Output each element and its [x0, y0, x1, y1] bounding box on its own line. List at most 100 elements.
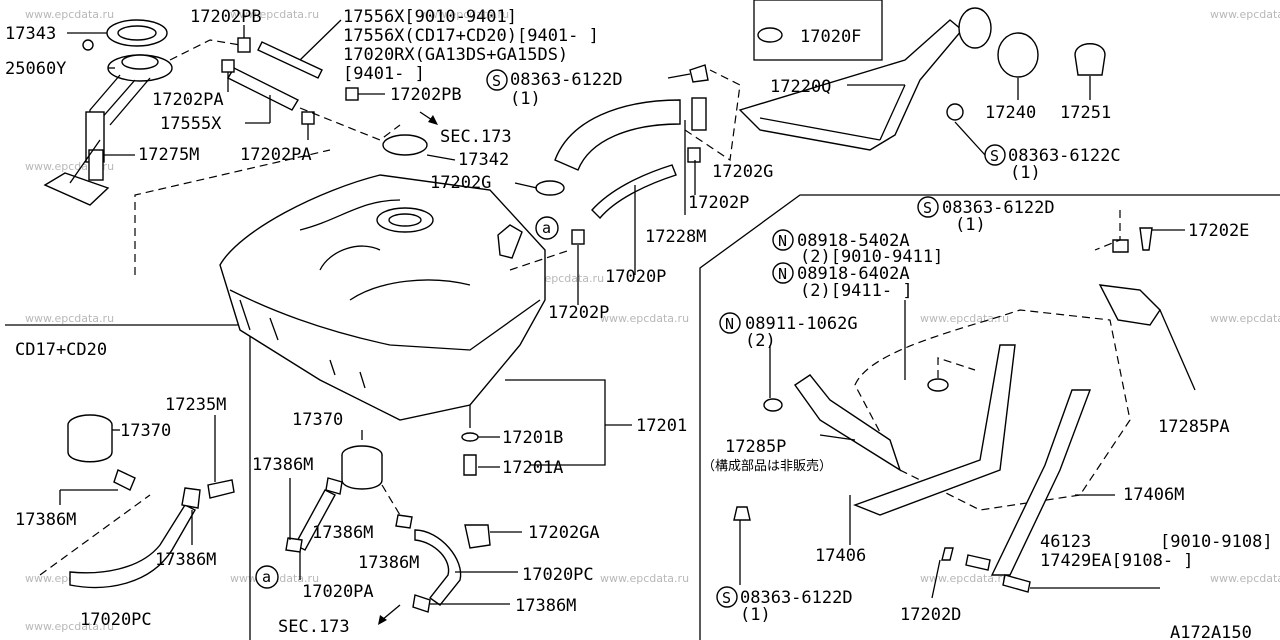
part-label: 25060Y	[5, 59, 66, 79]
clamp-17202pb-b	[345, 87, 359, 101]
part-label: 17020PC	[80, 610, 152, 630]
part-label: 17406M	[1123, 485, 1184, 505]
dash-leader	[134, 149, 331, 275]
watermark: www.epcdata.ru	[920, 312, 1009, 325]
s-marker	[486, 69, 508, 91]
clamp-17202p-top	[691, 97, 707, 131]
clamp-17202pa	[221, 59, 235, 73]
nut-08918	[927, 378, 949, 392]
watermark: www.epcdata.ru	[600, 572, 689, 585]
tank-pump-opening-inner	[388, 213, 422, 227]
nut-08911	[763, 398, 783, 412]
valve-17235m	[207, 479, 235, 499]
part-label: 17202P	[688, 193, 749, 213]
svg-text:S: S	[990, 147, 999, 165]
tank-filler-neck	[497, 224, 523, 259]
watermark: www.epcdata.ru	[25, 620, 114, 633]
clamp-17386m-b	[181, 487, 201, 509]
part-label: (1)	[740, 605, 771, 625]
part-label: SEC.173	[440, 127, 512, 147]
bracket-17201	[505, 379, 606, 466]
part-label: 46123	[1040, 532, 1091, 552]
part-label: 17386M	[15, 510, 76, 530]
clip-17202d	[941, 547, 954, 561]
svg-text:a: a	[542, 219, 551, 237]
part-label: 17235M	[165, 395, 226, 415]
dash-leader	[937, 357, 976, 378]
part-label: 17202D	[900, 605, 961, 625]
sleeve-17429ea	[965, 554, 991, 571]
tank-strap-assembly	[733, 210, 1196, 599]
tank-body	[219, 174, 546, 421]
part-label: 17201A	[502, 458, 563, 478]
svg-text:N: N	[778, 232, 787, 250]
watermark: www.epcdata.ru	[600, 312, 689, 325]
dash-leader	[299, 107, 401, 141]
clip-17202ga	[464, 524, 491, 549]
n-marker	[719, 312, 741, 334]
fuel-tank-17201	[219, 174, 632, 476]
leader	[1159, 309, 1196, 391]
fuel-cap-17251	[1074, 43, 1106, 76]
diagram-code: A172A150	[1170, 623, 1252, 640]
bolt-08363d-top	[1112, 239, 1129, 253]
watermark: www.epcdata.ru	[25, 312, 114, 325]
sec173-arrow-head	[428, 115, 438, 125]
tank-ribs	[239, 299, 366, 389]
strap-17406	[853, 344, 1016, 516]
tank-contour	[349, 279, 471, 301]
part-label: 17429EA[9108- ]	[1040, 551, 1194, 571]
watermark: www.epcdata.ru	[230, 8, 319, 21]
cd17-cd20-parts	[39, 414, 235, 589]
part-label: 17386M	[312, 523, 373, 543]
filter-17370-b-body	[341, 455, 383, 490]
17020f-box-border	[753, 0, 883, 61]
tank-contour	[319, 245, 381, 271]
part-label: 17020P	[605, 267, 666, 287]
leader	[299, 19, 342, 61]
part-label: (2)[9411- ]	[800, 281, 913, 301]
sec173-arrow-head-b	[378, 615, 387, 625]
sec173-arrow-line-b	[381, 604, 401, 621]
part-label: 08363-6122C	[1008, 146, 1121, 166]
svg-text:S: S	[923, 199, 932, 217]
strap-17406m	[990, 389, 1092, 576]
clamp-17202g	[535, 180, 565, 196]
part-label: 17555X	[160, 114, 222, 134]
a-marker	[255, 565, 279, 589]
s-marker	[984, 144, 1006, 166]
part-label: SEC.173	[278, 617, 350, 637]
part-label: 08363-6122D	[942, 198, 1055, 218]
s-marker	[917, 196, 939, 218]
leader	[514, 182, 538, 189]
s-marker	[716, 586, 738, 608]
filter-17370-a-body	[67, 425, 113, 463]
top-leaders	[67, 19, 538, 189]
dash-leader	[169, 39, 241, 61]
bolt-08363d-bot	[733, 506, 751, 521]
part-label: 17343	[5, 24, 56, 44]
watermark: www.epcdata.ru	[1210, 8, 1280, 21]
part-label-note: （構成部品は非販売）	[702, 458, 832, 474]
dash-leader	[39, 494, 151, 576]
a-marker	[535, 216, 559, 240]
clamp-17386m-d	[285, 537, 303, 553]
part-label: 17556X[9010-9401]	[343, 7, 517, 27]
part-label: 17202PB	[190, 7, 262, 27]
n-marker	[772, 229, 794, 251]
pump-flange-top	[121, 54, 159, 70]
svg-text:N: N	[725, 315, 734, 333]
part-label: 17202PB	[390, 85, 462, 105]
part-label: 17285P	[725, 437, 786, 457]
washer-17201b	[461, 432, 479, 442]
part-label: 17240	[985, 103, 1036, 123]
part-label: 17386M	[515, 596, 576, 616]
bottom-center-parts	[285, 430, 522, 625]
svg-text:S: S	[722, 589, 731, 607]
watermark: www.epcdata.ru	[25, 8, 114, 21]
part-label: (1)	[1010, 163, 1041, 183]
watermark: www.epcdata.ru	[1210, 312, 1280, 325]
top-hoses	[169, 37, 401, 141]
fuel-pump-assembly	[43, 19, 173, 206]
